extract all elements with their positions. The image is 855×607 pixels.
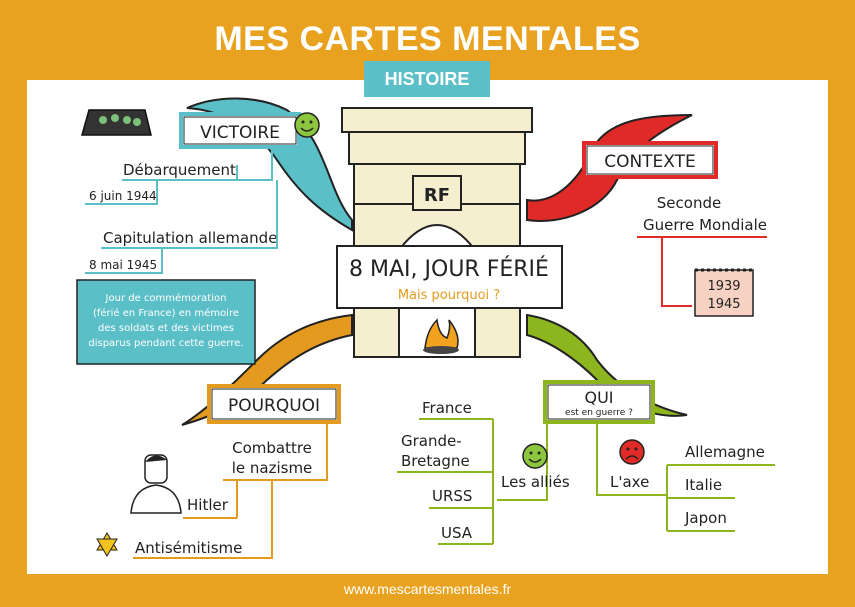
ally-usa: USA [441, 524, 473, 542]
pourquoi-box [207, 384, 341, 424]
tank-icon [81, 109, 152, 136]
calendar-icon: 1939 1945 [694, 268, 754, 317]
victoire-box [179, 112, 301, 149]
sad-face-icon [619, 439, 645, 465]
commemoration-note [76, 279, 256, 365]
note-line-1: Jour de commémoration [105, 292, 227, 304]
ally-urss: URSS [432, 487, 472, 505]
pourquoi-item-1: Combattre [232, 439, 312, 457]
qui-sublabel: est en guerre ? [565, 408, 633, 418]
victoire-date-1: 6 juin 1944 [89, 189, 157, 203]
contexte-label: CONTEXTE [604, 152, 696, 172]
calendar-year-start: 1939 [707, 279, 740, 294]
contexte-box [582, 141, 718, 179]
contexte-item-2: Guerre Mondiale [643, 216, 767, 234]
calendar-year-end: 1945 [707, 297, 740, 312]
axe-italie: Italie [685, 476, 722, 494]
qui-label: QUI [584, 388, 613, 407]
center-question: Mais pourquoi ? [398, 288, 500, 303]
victoire-date-2: 8 mai 1945 [89, 258, 157, 272]
ally-grande: Grande- [401, 432, 462, 450]
axe-allemagne: Allemagne [685, 443, 765, 461]
pourquoi-label: POURQUOI [228, 396, 320, 416]
branch-victoire [186, 97, 353, 232]
happy-face-icon [522, 443, 548, 469]
page-title: MES CARTES MENTALES [214, 20, 641, 58]
victoire-label: VICTOIRE [200, 123, 280, 143]
rf-label: RF [424, 185, 450, 206]
ally-france: France [422, 399, 472, 417]
note-line-2: (férié en France) en mémoire [93, 307, 239, 319]
note-line-4: disparus pendant cette guerre. [88, 338, 243, 349]
qui-box [543, 380, 655, 424]
pourquoi-item-antisemitisme: Antisémitisme [135, 539, 242, 557]
pourquoi-item-hitler: Hitler [187, 496, 229, 514]
subject-tag: HISTOIRE [364, 61, 490, 97]
victoire-item-capitulation: Capitulation allemande [103, 229, 277, 247]
axe-japon: Japon [684, 509, 727, 527]
branch-qui [526, 313, 688, 417]
rf-plaque [412, 175, 462, 211]
center-box [336, 245, 563, 309]
site-url[interactable]: www.mescartesmentales.fr [343, 581, 512, 597]
ally-bretagne: Bretagne [401, 452, 470, 470]
axe-label: L'axe [610, 473, 649, 491]
star-of-david-icon [96, 532, 118, 557]
mind-map-svg: RF 8 MAI, JOUR FÉRIÉ Mais pourquoi ? VIC… [76, 97, 775, 559]
victoire-item-debarquement: Débarquement [123, 161, 236, 179]
pourquoi-item-2: le nazisme [232, 459, 313, 477]
hitler-icon [130, 454, 182, 514]
center-title: 8 MAI, JOUR FÉRIÉ [349, 256, 549, 282]
note-line-3: des soldats et des victimes [98, 323, 234, 334]
allies-label: Les alliés [501, 473, 570, 491]
contexte-item-1: Seconde [657, 194, 721, 212]
eternal-flame-icon [423, 318, 459, 354]
happy-face-icon [294, 112, 320, 138]
mind-map-canvas: RF 8 MAI, JOUR FÉRIÉ Mais pourquoi ? VIC… [27, 80, 828, 574]
